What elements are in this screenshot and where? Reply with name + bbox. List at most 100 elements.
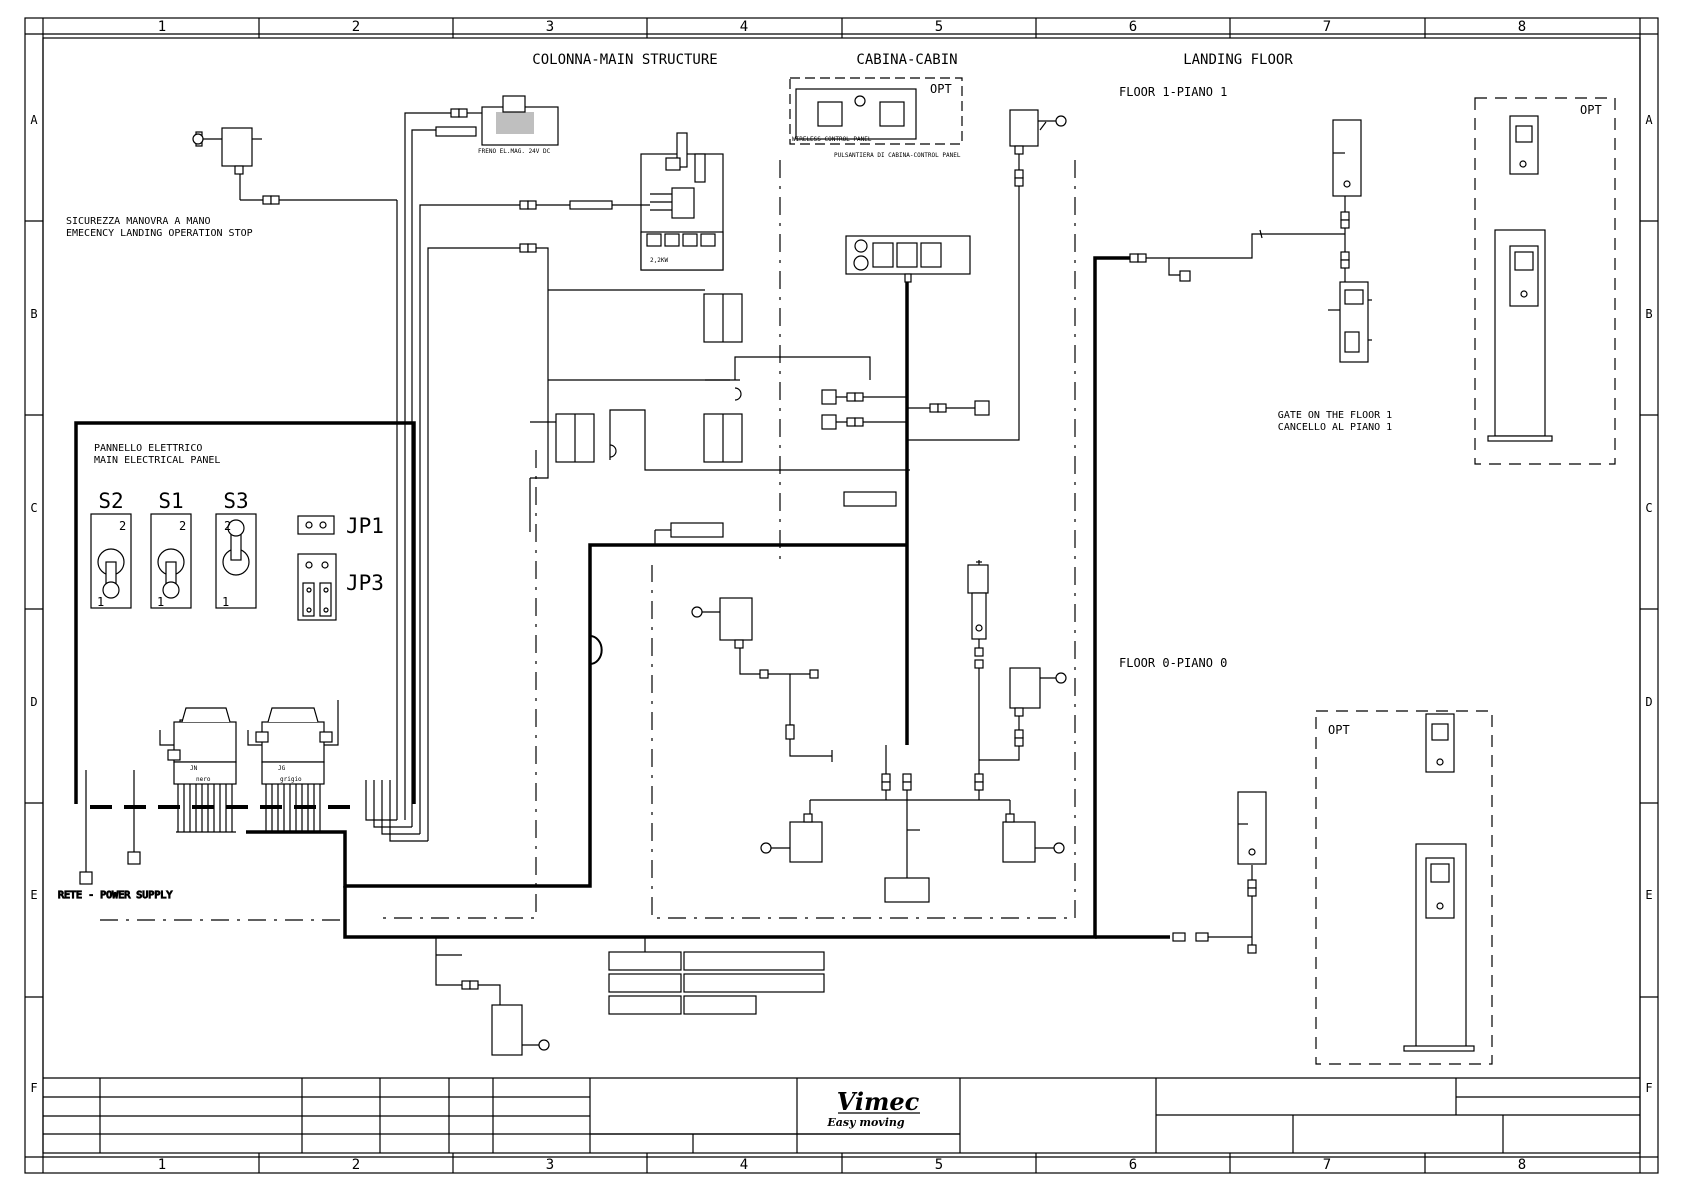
row-label-a: A [30,113,38,127]
floor1-gate-lock [1328,281,1372,363]
cabin-button-panel [845,235,971,283]
cabin-top-switch [907,109,1067,441]
col-label-1-bottom: 1 [158,1157,166,1173]
switch-s2-top: 2 [119,519,126,533]
electromagnetic-brake: FRENO EL.MAG. 24V DC [434,95,559,155]
title-block [43,1077,1640,1153]
connector-jn-color: nero [196,776,211,783]
connector-jg: JG grigio [255,707,333,833]
row-label-a-right: A [1645,113,1653,127]
col-label-7: 7 [1323,19,1331,35]
logo-tagline: Easy moving [826,1116,904,1129]
floor-0-label: FLOOR 0-PIANO 0 [1119,656,1227,670]
row-label-b-right: B [1645,307,1652,321]
row-label-d-right: D [1645,695,1652,709]
cabin-sensors [821,282,990,745]
section-cabin: CABINA-CABIN [856,52,957,68]
row-label-c: C [30,501,37,515]
switch-s3-top: 2 [224,519,231,533]
switch-s1-label: S1 [158,489,183,513]
main-cable-bundle [365,112,730,842]
switch-s1: S1 2 1 [150,489,192,609]
connector-jg-label: JG [278,765,286,772]
bottom-terminal-blocks [608,937,825,1015]
col-label-3-bottom: 3 [546,1157,554,1173]
col-label-1: 1 [158,19,166,35]
cabin-power-loop [246,256,1170,939]
brake-label: FRENO EL.MAG. 24V DC [478,148,551,155]
main-electrical-panel: PANNELLO ELETTRICO MAIN ELECTRICAL PANEL… [74,421,416,833]
switch-s1-top: 2 [179,519,186,533]
floor1-opt-column: OPT [1474,97,1616,465]
wireless-control-panel: OPT WIRELESS CONTROL PANEL [789,77,963,145]
panel-resistor [670,522,724,538]
row-label-f: F [30,1081,37,1095]
switch-s2-label: S2 [98,489,123,513]
col-label-7-bottom: 7 [1323,1157,1331,1173]
motor-power-label: 2,2KW [650,257,668,264]
power-supply: RETE - POWER SUPPLY [57,770,173,902]
misc-marks [1039,121,1263,239]
panel-label-en: MAIN ELECTRICAL PANEL [94,455,220,466]
row-label-e: E [30,888,37,902]
col-label-5: 5 [935,19,943,35]
col-label-2: 2 [352,19,360,35]
vimec-logo: Vimec Easy moving [826,1087,920,1129]
relay-middle [703,413,743,463]
row-label-f-right: F [1645,1081,1652,1095]
row-label-e-right: E [1645,888,1652,902]
motor-unit: 2,2KW [640,132,724,271]
power-supply-label: RETE - POWER SUPPLY [58,890,172,901]
jumper-jp1: JP1 [297,514,384,538]
jumper-jp1-label: JP1 [346,514,384,538]
floor0-wiring [1172,865,1257,954]
gate-label-it: CANCELLO AL PIANO 1 [1278,422,1392,433]
col-label-3: 3 [546,19,554,35]
floor0-opt-column: OPT [1315,710,1493,1065]
relay-left [555,413,595,463]
cabin-switch-bottom-left [760,813,823,863]
drawing-frame: 1 2 3 4 5 6 7 8 1 2 3 4 5 6 7 8 A B C D … [24,17,1659,1174]
connector-jn: JN nero [167,707,237,833]
section-landing-floor: LANDING FLOOR [1183,52,1293,68]
panel-label-it: PANNELLO ELETTRICO [94,443,202,454]
opt-label-wireless: OPT [930,82,952,96]
cabin-vertical-device [967,560,989,774]
floor1-wiring [1129,196,1350,282]
cabin-switch-bottom-right [1002,813,1065,863]
col-label-4-bottom: 4 [740,1157,748,1173]
floor0-call-button [1237,791,1267,865]
col-label-5-bottom: 5 [935,1157,943,1173]
control-panel-label: PULSANTIERA DI CABINA-CONTROL PANEL [834,152,961,159]
switch-s2: S2 2 1 [90,489,132,609]
emergency-label-it: SICUREZZA MANOVRA A MANO [66,216,211,227]
gate-label-en: GATE ON THE FLOOR 1 [1278,410,1392,421]
floor-1-label: FLOOR 1-PIANO 1 [1119,85,1227,99]
col-label-6: 6 [1129,19,1137,35]
bottom-limit-switch [435,937,550,1056]
cabin-bottom-bus [809,745,1011,903]
switch-s3-label: S3 [223,489,248,513]
switch-s3: S3 2 1 [215,489,257,609]
switch-s2-bottom: 1 [97,595,104,609]
cabin-enclosure [100,160,1076,921]
section-main-structure: COLONNA-MAIN STRUCTURE [532,52,717,68]
cabin-switch-upper-left [691,597,833,762]
relay-top [703,293,743,343]
jumper-jp3: JP3 [297,553,384,621]
connector-jn-label: JN [190,765,198,772]
logo-brand: Vimec [837,1087,920,1116]
col-label-8-bottom: 8 [1518,1157,1526,1173]
cabin-resistor [843,491,897,507]
emergency-stop-switch [192,127,397,205]
row-label-b: B [30,307,37,321]
wireless-panel-label: WIRELESS CONTROL PANEL [792,136,872,143]
emergency-label-en: EMECENCY LANDING OPERATION STOP [66,228,253,239]
row-label-c-right: C [1645,501,1652,515]
switch-s1-bottom: 1 [157,595,164,609]
relay-wiring [529,356,910,532]
col-label-4: 4 [740,19,748,35]
switch-s3-bottom: 1 [222,595,229,609]
row-label-d: D [30,695,37,709]
